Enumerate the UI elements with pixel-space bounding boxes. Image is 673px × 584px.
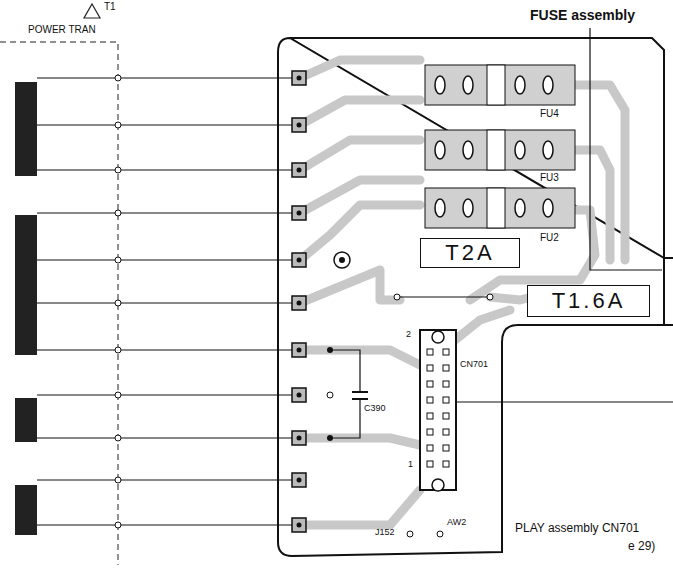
part-label: FU3: [540, 172, 559, 183]
part-label: CN701: [460, 360, 488, 370]
part-label: e 29): [628, 540, 655, 553]
mount-hole: [334, 252, 350, 268]
fuse-rating: T1.6A: [552, 288, 626, 314]
part-label: POWER TRAN: [28, 24, 96, 35]
fuse-clip: [435, 76, 553, 217]
part-label: T1: [104, 1, 116, 12]
warning-symbol: [84, 4, 100, 18]
via: [407, 531, 413, 537]
winding-bar: [15, 82, 37, 176]
connector-pin: [427, 349, 449, 467]
via: [394, 294, 400, 300]
mount-hole: [339, 257, 345, 263]
jumper: [400, 297, 487, 298]
solder-pad: [292, 71, 306, 532]
fuse-rating-box: T1.6A: [527, 285, 650, 317]
part-label: 1: [408, 460, 413, 470]
copper-trace: [300, 60, 625, 525]
fuse-holder: [425, 65, 575, 228]
winding-bar: [15, 398, 37, 442]
part-label: FU2: [540, 232, 559, 243]
connector-key: [432, 331, 444, 343]
solder-dot: [327, 347, 333, 353]
part-label: C390: [364, 404, 386, 414]
part-label: 2: [406, 330, 411, 340]
capacitor-symbol: [352, 391, 368, 393]
part-label: PLAY assembly CN701: [515, 522, 639, 535]
winding-bar: [15, 485, 37, 535]
connector-key: [432, 479, 444, 491]
part-label: FU4: [540, 108, 559, 119]
transformer-leads: [37, 75, 293, 528]
board-outline: [278, 38, 673, 556]
leader-line: [590, 28, 662, 270]
fuse-rating-box: T2A: [420, 238, 520, 268]
via: [487, 294, 493, 300]
winding-bar: [15, 215, 37, 355]
fuse-rating: T2A: [445, 240, 494, 266]
via: [327, 392, 333, 398]
capacitor-symbol: [352, 398, 368, 400]
connector-body: [420, 330, 456, 490]
part-label: AW2: [447, 518, 466, 528]
board-edge: [664, 324, 673, 326]
part-label: FUSE assembly: [530, 8, 635, 23]
solder-dot: [327, 435, 333, 441]
capacitor-lead: [330, 350, 360, 438]
leader-line: [456, 402, 673, 403]
part-label: J152: [375, 528, 395, 538]
via: [437, 531, 443, 537]
